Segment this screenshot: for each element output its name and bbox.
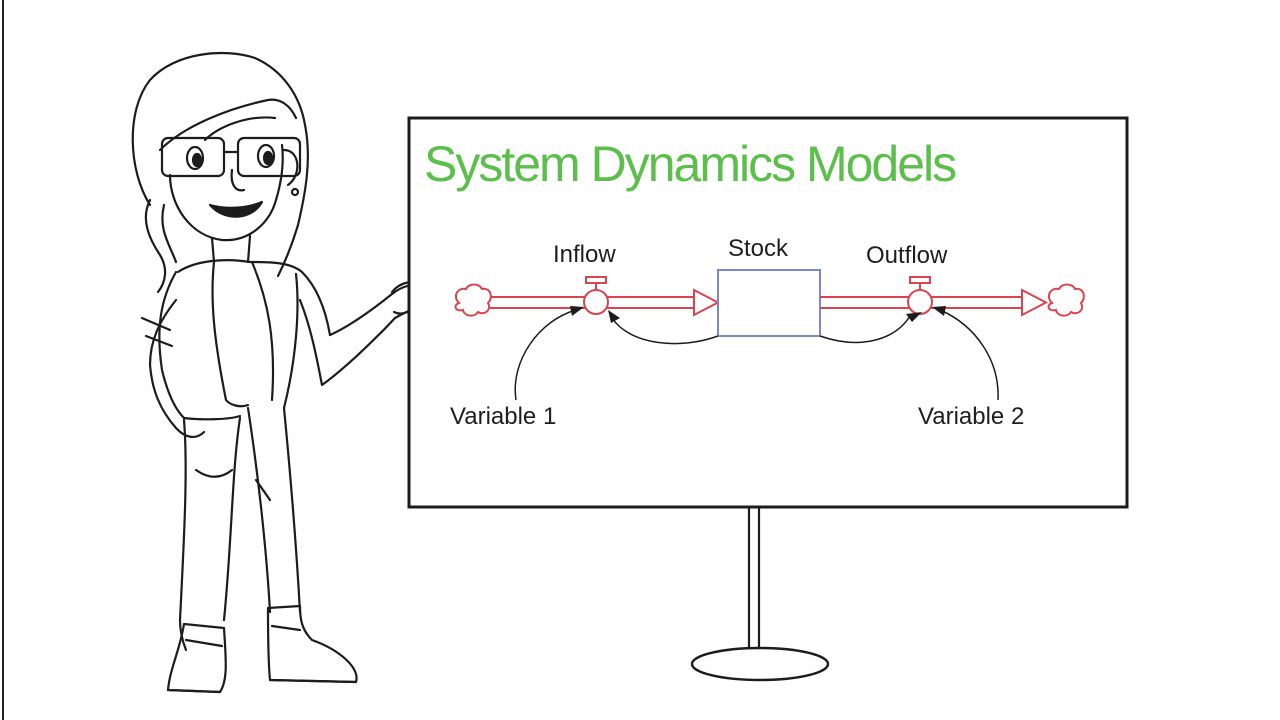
connector-stock-to-outflow [819, 315, 911, 344]
inflow-valve-icon [583, 276, 609, 315]
sink-cloud-icon [1047, 283, 1085, 317]
connector-arrowhead-icon [906, 312, 922, 322]
presenter-left-shoe [166, 622, 227, 694]
easel-stand [690, 504, 830, 682]
presenter-glasses-left [160, 136, 226, 178]
connector-variable2-to-outflow [939, 309, 999, 401]
stock-flow-diagram: Inflow Stock Outflow Variable 1 Variable… [450, 235, 1085, 430]
outflow-label: Outflow [866, 242, 948, 269]
outflow-valve-icon [907, 276, 933, 315]
presenter-left-leg [178, 418, 188, 652]
presenter-figure [131, 52, 429, 694]
stock-box [717, 269, 821, 337]
variable1-label: Variable 1 [450, 403, 556, 430]
inflow-label: Inflow [553, 241, 616, 268]
presenter-face [168, 143, 284, 242]
board-title: System Dynamics Models [424, 136, 956, 192]
presenter-vest [176, 259, 332, 337]
presenter-glasses-right [236, 136, 302, 178]
presenter-hair-inner [158, 98, 298, 152]
connector-stock-to-inflow [611, 317, 719, 345]
easel-base [690, 646, 830, 682]
presenter-hair [131, 52, 309, 278]
connector-arrowhead-icon [608, 310, 620, 323]
inflow-arrow-icon [693, 288, 721, 317]
connector-arrowhead-icon [570, 306, 584, 316]
presenter-ponytail [144, 198, 167, 294]
connector-arrowhead-icon [932, 306, 946, 316]
outflow-arrow-icon [1021, 288, 1049, 317]
presenter-left-arm [148, 298, 206, 438]
stock-label: Stock [728, 235, 789, 262]
source-cloud-icon [454, 283, 492, 317]
presenter-right-leg [246, 406, 272, 614]
variable2-label: Variable 2 [918, 403, 1024, 430]
presenter-mouth [208, 200, 264, 218]
connector-variable1-to-inflow [514, 309, 577, 401]
presenter-earring [290, 187, 300, 197]
presenter-right-shoe [266, 604, 358, 684]
